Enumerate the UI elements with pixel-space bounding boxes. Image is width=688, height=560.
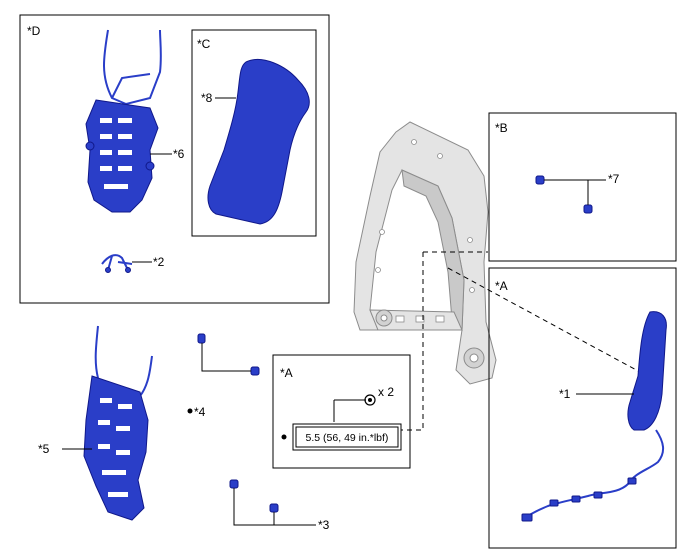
callout-7: *7 bbox=[608, 172, 620, 186]
box-B: *B bbox=[488, 112, 677, 262]
callout-1: *1 bbox=[559, 387, 571, 401]
torque-spec: 5.5 (56, 49 in.*lbf) bbox=[292, 423, 402, 451]
torque-value: 5.5 (56, 49 in.*lbf) bbox=[306, 432, 389, 444]
leader-nut bbox=[333, 399, 366, 422]
nut-quantity: x 2 bbox=[378, 385, 394, 399]
lower-spring-assembly bbox=[83, 325, 153, 521]
box-A-right: *A bbox=[488, 267, 677, 549]
callout-2: *2 bbox=[153, 255, 165, 269]
seatback-spring-assembly bbox=[85, 29, 162, 213]
box-A-inset-label: *A bbox=[280, 366, 293, 380]
box-A-inset: *A bbox=[272, 354, 411, 469]
torque-bullet-icon bbox=[281, 434, 287, 440]
side-airbag-assembly bbox=[521, 311, 667, 522]
hook-wire bbox=[101, 254, 133, 273]
clip-pair-7 bbox=[535, 175, 593, 214]
clip-pair-3 bbox=[229, 479, 279, 513]
nut-icon bbox=[364, 394, 376, 406]
clip-pair-4 bbox=[197, 333, 260, 376]
box-A-right-label: *A bbox=[495, 279, 508, 293]
locator-A-right bbox=[447, 267, 641, 373]
box-B-label: *B bbox=[495, 121, 508, 135]
bullet-4-icon bbox=[187, 408, 193, 414]
box-D-label: *D bbox=[27, 24, 41, 38]
box-C: *C bbox=[191, 29, 317, 237]
box-D: *D bbox=[19, 14, 330, 304]
callout-4: *4 bbox=[194, 405, 206, 419]
leader-4 bbox=[201, 343, 251, 372]
box-C-label: *C bbox=[197, 37, 211, 51]
leader-7 bbox=[544, 179, 606, 205]
callout-3: *3 bbox=[318, 518, 330, 532]
callout-6: *6 bbox=[173, 147, 185, 161]
seatback-frame bbox=[353, 121, 497, 385]
callout-5: *5 bbox=[38, 442, 50, 456]
callout-8: *8 bbox=[201, 91, 213, 105]
leader-3 bbox=[233, 488, 316, 526]
seatback-pad bbox=[207, 58, 310, 225]
